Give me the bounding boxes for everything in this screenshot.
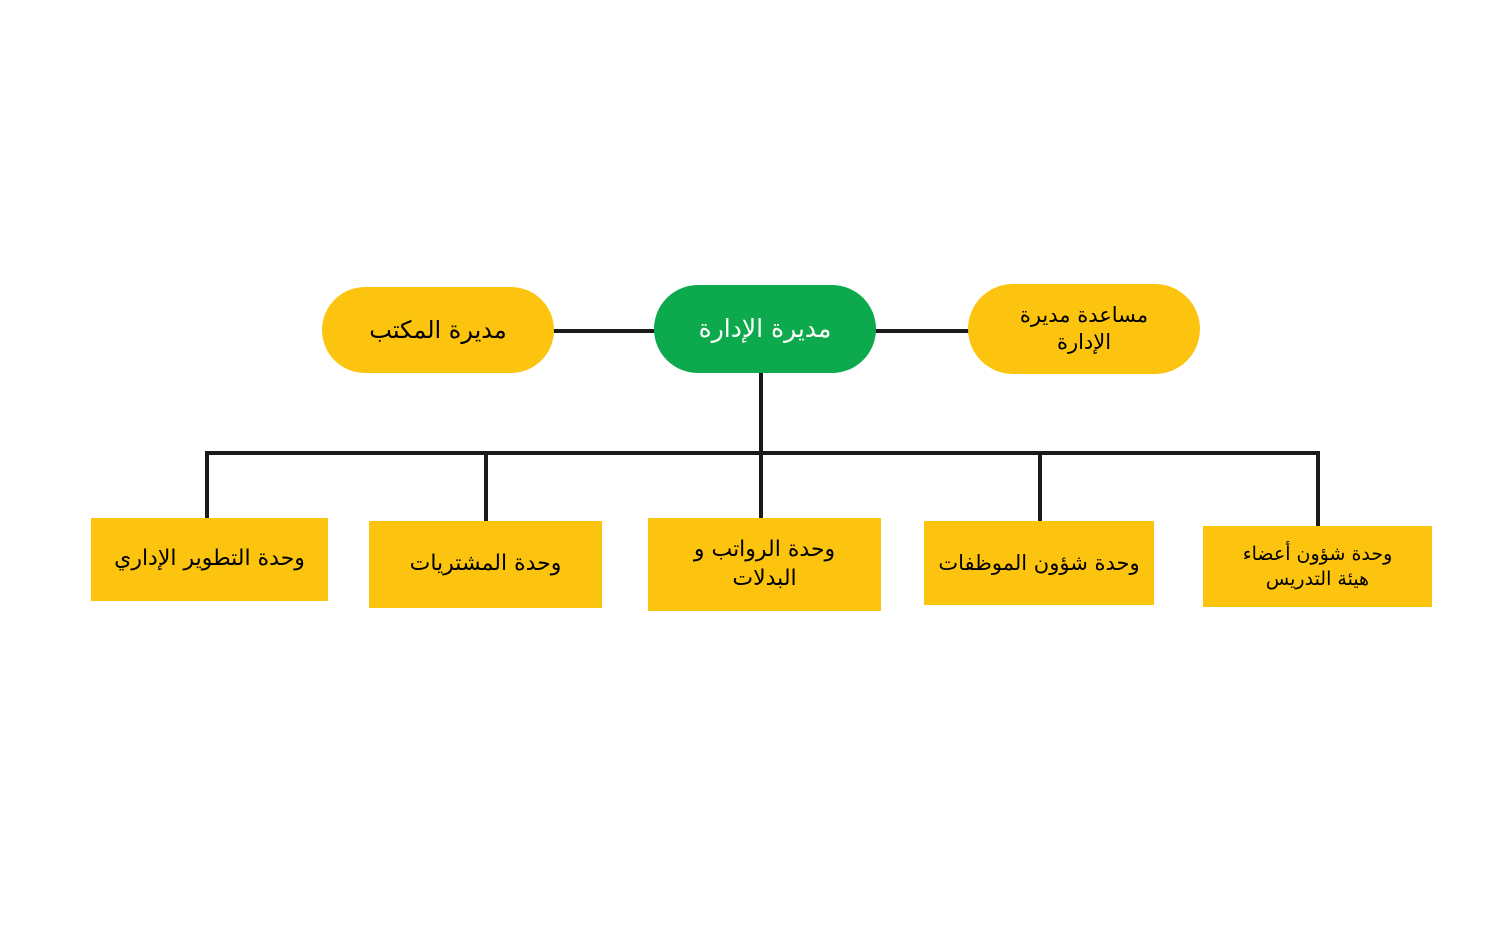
- node-unit-administrative-development[interactable]: وحدة التطوير الإداري: [91, 518, 328, 601]
- connector-drop-child-5: [1316, 451, 1320, 527]
- connector-root-to-left-peer: [548, 329, 660, 333]
- node-unit-salaries-allowances[interactable]: وحدة الرواتب و البدلات: [648, 518, 881, 611]
- node-unit-procurement[interactable]: وحدة المشتريات: [369, 521, 602, 608]
- node-office-director[interactable]: مديرة المكتب: [322, 287, 554, 373]
- connector-children-bus: [205, 451, 1320, 455]
- node-assistant-administration-director[interactable]: مساعدة مديرة الإدارة: [968, 284, 1200, 374]
- connector-drop-child-2: [484, 451, 488, 521]
- connector-drop-child-1: [205, 451, 209, 521]
- connector-root-to-right-peer: [874, 329, 982, 333]
- node-unit-staff-affairs[interactable]: وحدة شؤون الموظفات: [924, 521, 1154, 605]
- node-unit-faculty-affairs[interactable]: وحدة شؤون أعضاء هيئة التدريس: [1203, 526, 1432, 607]
- connector-root-trunk: [759, 370, 763, 520]
- connector-drop-child-4: [1038, 451, 1042, 521]
- node-administration-director[interactable]: مديرة الإدارة: [654, 285, 876, 373]
